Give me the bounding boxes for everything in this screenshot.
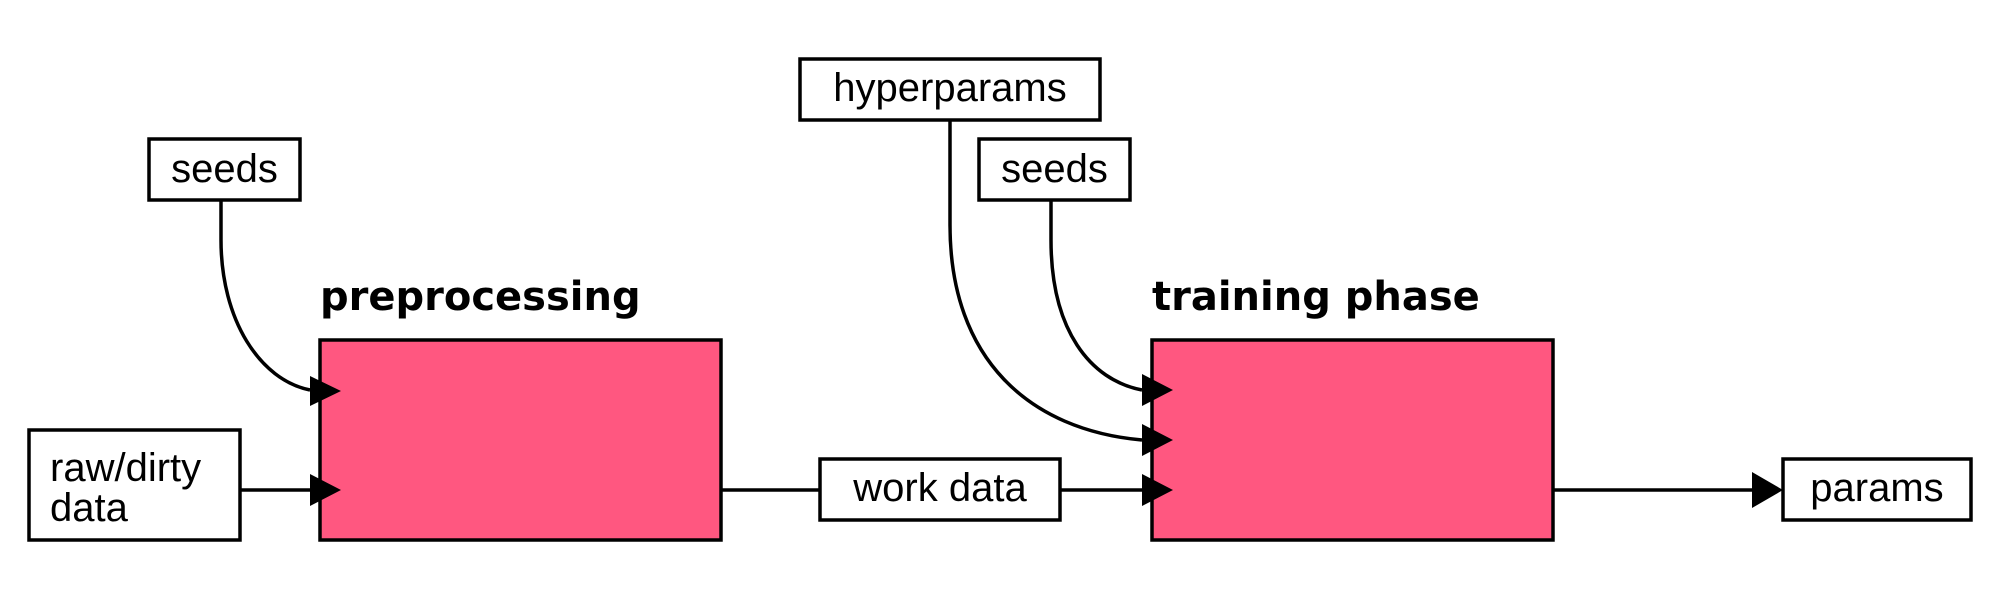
training-seeds-input-box: seeds (977, 137, 1132, 202)
work-data-label: work data (852, 466, 1027, 510)
training-phase-title: training phase (1152, 274, 1480, 320)
raw-data-input-box: raw/dirty data (27, 428, 242, 542)
raw-data-label: raw/dirty data (50, 446, 212, 530)
work-data-arrowhead (1142, 474, 1173, 506)
hyperparams-arrowhead (1142, 424, 1173, 456)
params-output-box: params (1781, 457, 1973, 522)
hyperparams-to-training-wire (948, 120, 1143, 442)
seeds-arrowhead (310, 376, 341, 406)
preprocessing-block (318, 338, 723, 542)
work-data-box: work data (818, 457, 1062, 522)
training-seeds-arrowhead (1142, 374, 1173, 406)
raw-data-arrowhead (310, 474, 341, 506)
seeds-input-box: seeds (147, 137, 302, 202)
preprocessing-title: preprocessing (320, 274, 641, 320)
params-arrowhead (1752, 472, 1783, 508)
seeds-to-training-wire (1049, 200, 1143, 392)
training-phase-block (1150, 338, 1555, 542)
training-seeds-label: seeds (1001, 147, 1108, 191)
hyperparams-label: hyperparams (833, 66, 1066, 110)
seeds-label: seeds (171, 147, 278, 191)
hyperparams-input-box: hyperparams (798, 57, 1102, 122)
seeds-to-preprocessing-wire (219, 200, 311, 392)
params-label: params (1810, 466, 1943, 510)
